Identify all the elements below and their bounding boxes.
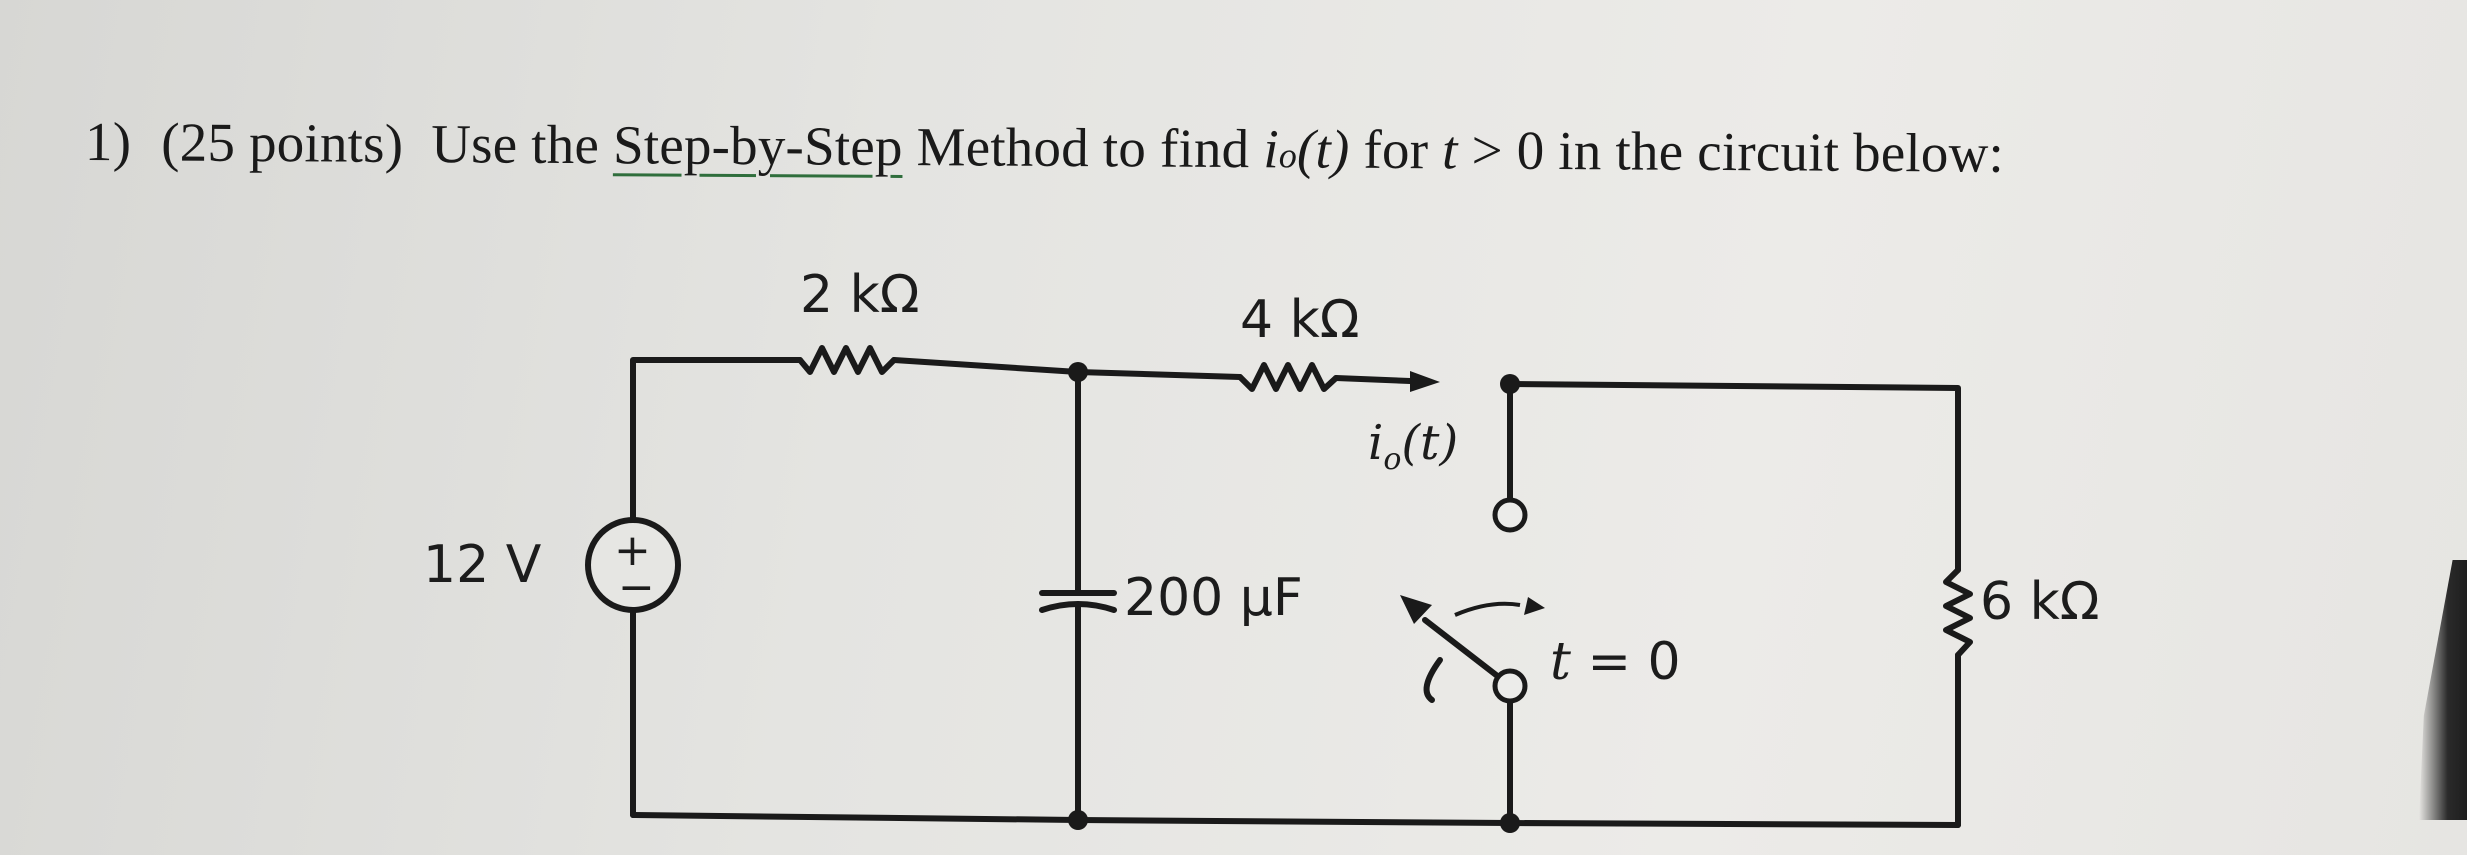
voltage-source xyxy=(585,517,681,613)
current-label-var: i xyxy=(1368,415,1384,471)
wire-left-upper xyxy=(630,357,803,523)
capacitor-label: 200 µF xyxy=(1124,568,1303,628)
resistor-6k xyxy=(1943,567,1973,658)
switch-terminal-lower xyxy=(1492,668,1528,704)
switch-arrow-arc xyxy=(1454,601,1521,617)
switch-time-var: t xyxy=(1550,632,1571,692)
wire-top-3 xyxy=(1333,375,1413,384)
node-dot-top-mid xyxy=(1068,362,1088,382)
source-voltage-label: 12 V xyxy=(423,535,542,595)
current-arrow-icon xyxy=(1410,371,1440,392)
resistor-2k xyxy=(797,345,897,375)
source-plus-sign: + xyxy=(614,525,651,576)
switch-time-value: = 0 xyxy=(1587,632,1681,692)
wire-top-2 xyxy=(1075,369,1243,380)
node-dot-bottom-switch xyxy=(1500,813,1520,833)
wire-top-1 xyxy=(891,357,1081,375)
resistor-4k xyxy=(1237,362,1339,392)
resistor-4k-label: 4 kΩ xyxy=(1240,290,1360,350)
source-minus-sign: − xyxy=(618,562,655,613)
node-dot-top-switch xyxy=(1500,374,1520,394)
switch-blade xyxy=(1422,617,1503,681)
node-dot-bottom-mid xyxy=(1068,810,1088,830)
switch-terminal-upper xyxy=(1492,497,1528,533)
current-label: io(t) xyxy=(1368,415,1458,477)
resistor-2k-label: 2 kΩ xyxy=(800,265,920,325)
resistor-6k-label: 6 kΩ xyxy=(1980,572,2100,632)
switch-blade-arc xyxy=(1423,657,1443,703)
current-label-arg: (t) xyxy=(1401,415,1459,471)
current-label-sub: o xyxy=(1383,442,1402,477)
wire-top-4 xyxy=(1507,381,1961,573)
switch-arrow-left-icon xyxy=(1400,595,1432,624)
wire-bottom xyxy=(630,812,1961,828)
switch-arrow-right-icon xyxy=(1524,597,1545,615)
switch-time-label: t = 0 xyxy=(1550,632,1681,692)
